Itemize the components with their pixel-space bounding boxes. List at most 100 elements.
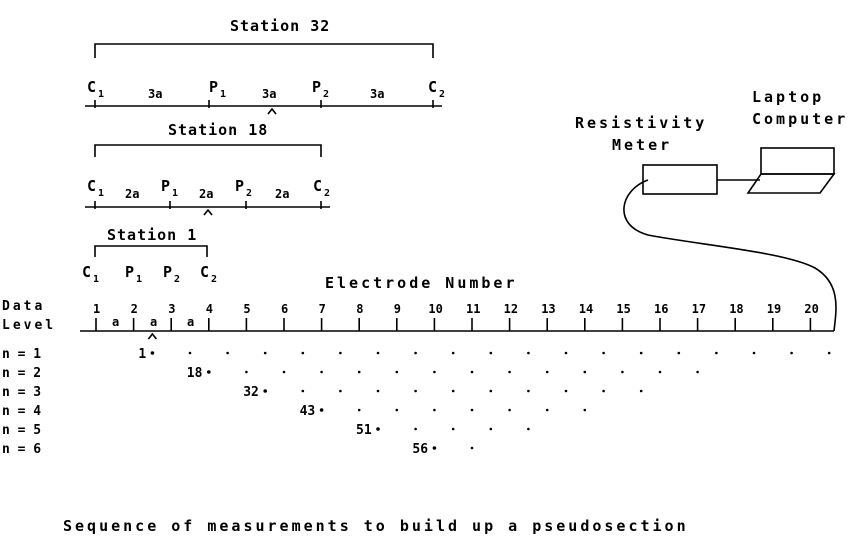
data-point <box>470 408 474 412</box>
data-point <box>376 427 380 431</box>
data-point <box>319 408 324 412</box>
electrode-number-label: 6 <box>281 302 288 316</box>
electrode-number-label: 8 <box>356 302 363 316</box>
electrode-number-label: 20 <box>804 302 818 316</box>
data-point <box>715 351 718 355</box>
data-point <box>207 370 211 374</box>
electrode-number-label: 3 <box>168 302 175 316</box>
laptop-keyboard <box>746 173 836 194</box>
data-point <box>545 370 549 374</box>
station-32-spacing-2: 3a <box>262 87 276 101</box>
electrode-number-label: 2 <box>131 302 138 316</box>
data-point <box>564 389 568 393</box>
resistivity-meter-box <box>642 164 718 195</box>
electrode-number-label: 17 <box>692 302 706 316</box>
data-point <box>433 408 436 412</box>
electrode-number-label: 4 <box>206 302 213 316</box>
electrode-number-label: 13 <box>541 302 555 316</box>
data-point <box>790 351 793 355</box>
data-point <box>470 446 474 450</box>
data-point <box>357 408 361 412</box>
electrode-number-label: 11 <box>466 302 480 316</box>
data-point <box>658 370 662 374</box>
data-point <box>339 351 342 355</box>
electrode-number-label: 19 <box>767 302 781 316</box>
station-1-spacing-2: a <box>150 315 157 329</box>
data-point <box>432 446 437 450</box>
data-level-label: n = 1 <box>2 347 41 362</box>
data-point <box>451 351 455 355</box>
electrode-number-label: 10 <box>428 302 442 316</box>
electrode-number-label: 9 <box>394 302 401 316</box>
data-point <box>602 351 605 355</box>
data-point <box>282 370 286 374</box>
station-18-title: Station 18 <box>168 121 268 139</box>
data-point <box>489 427 493 431</box>
electrode-number-label: 5 <box>243 302 250 316</box>
data-point <box>489 351 493 355</box>
data-point <box>451 427 455 431</box>
data-point <box>527 389 530 393</box>
data-point <box>414 389 417 393</box>
measurement-index-label: 51 <box>356 423 372 438</box>
data-point <box>564 351 568 355</box>
data-point <box>301 389 305 393</box>
data-point <box>395 370 399 374</box>
measurement-index-label: 56 <box>412 442 428 457</box>
electrode-number-label: 18 <box>729 302 743 316</box>
data-point <box>414 427 417 431</box>
data-point <box>226 351 229 355</box>
data-point <box>188 351 192 355</box>
data-point <box>451 389 455 393</box>
measurement-index-label: 32 <box>243 385 259 400</box>
station-1-spacing-1: a <box>112 315 119 329</box>
data-point <box>639 389 643 393</box>
station-1-bracket <box>94 245 208 257</box>
data-point <box>245 370 248 374</box>
data-point <box>639 351 643 355</box>
station-32-bracket <box>94 43 434 58</box>
data-point <box>489 389 493 393</box>
electrode-number-label: 1 <box>93 302 100 316</box>
data-point <box>263 351 267 355</box>
electrode-number-label: 12 <box>504 302 518 316</box>
station-32-midpoint-caret <box>267 107 277 115</box>
measurement-index-label: 43 <box>300 404 316 419</box>
electrode-number-title: Electrode Number <box>325 274 518 292</box>
electrode-number-label: 7 <box>319 302 326 316</box>
data-point <box>583 370 587 374</box>
data-point <box>376 351 380 355</box>
station-1-title: Station 1 <box>107 226 197 244</box>
data-point <box>752 351 756 355</box>
data-point <box>827 351 831 355</box>
station-18-spacing-1: 2a <box>125 187 139 201</box>
measurement-index-label: 1 <box>138 347 146 362</box>
data-point <box>621 370 624 374</box>
data-point <box>677 351 681 355</box>
data-point <box>301 351 305 355</box>
data-point <box>150 351 155 355</box>
data-point <box>339 389 342 393</box>
data-point <box>433 370 436 374</box>
data-point <box>395 408 399 412</box>
data-point <box>414 351 417 355</box>
data-level-label-line-2: Level <box>2 318 56 333</box>
station-1-spacing-3: a <box>187 315 194 329</box>
computer-label-line-2: Computer <box>752 110 848 128</box>
meter-label-line-2: Meter <box>612 136 672 154</box>
data-point <box>470 370 474 374</box>
station-18-bracket <box>94 144 322 157</box>
station-1-midpoint-caret <box>147 332 158 340</box>
data-point <box>320 370 323 374</box>
data-point <box>527 427 530 431</box>
laptop-screen <box>760 147 835 175</box>
data-point <box>376 389 380 393</box>
electrode-number-label: 16 <box>654 302 668 316</box>
